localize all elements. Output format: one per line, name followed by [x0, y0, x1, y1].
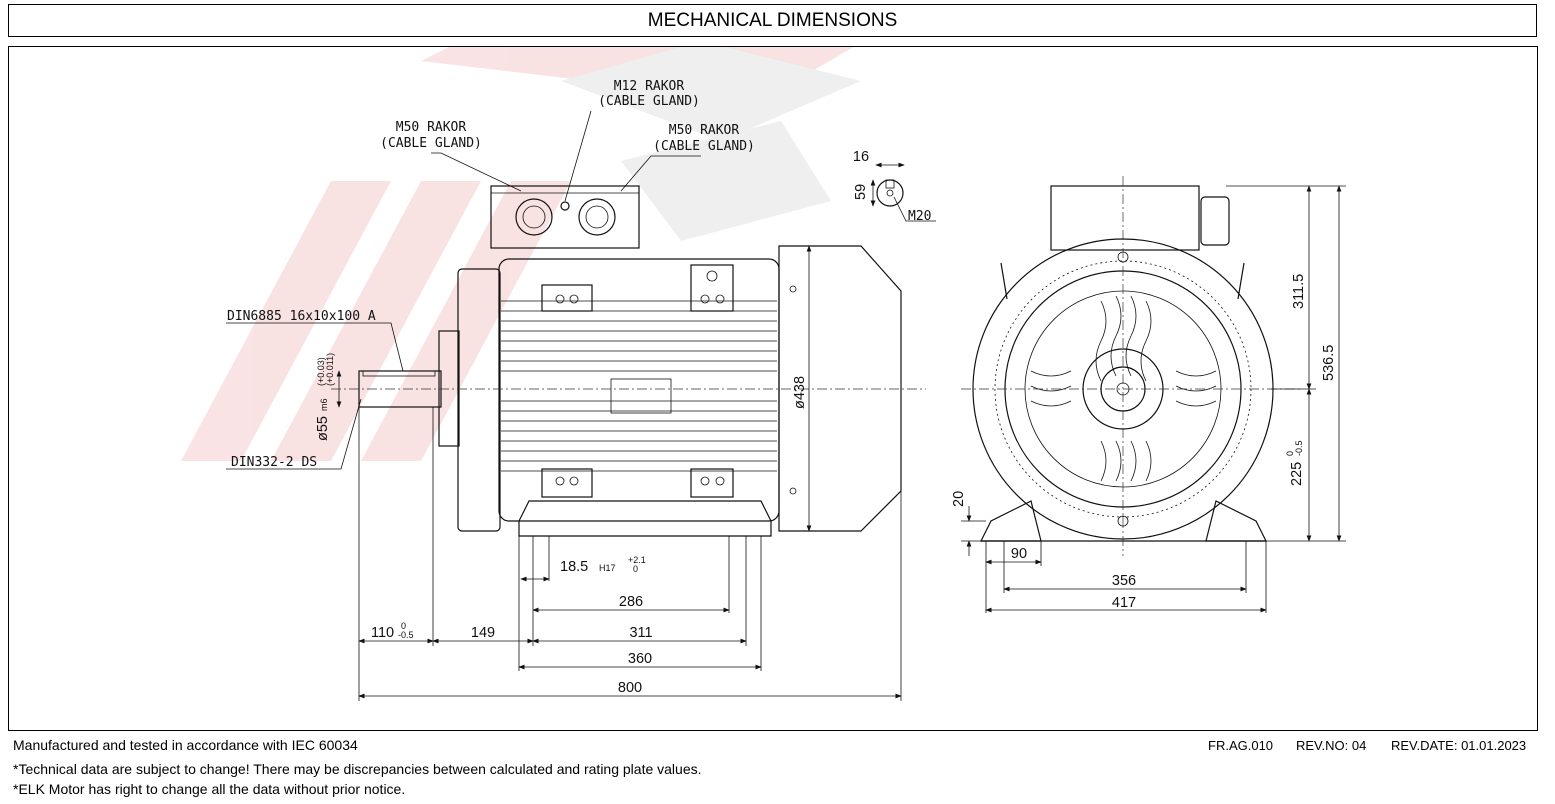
front-terminal-box [1050, 185, 1200, 251]
cable-gland-small [560, 201, 570, 211]
revision-date: REV.DATE: 01.01.2023 [1391, 738, 1527, 753]
mounting-foot [518, 500, 772, 537]
base-width-dim: 417 [1112, 595, 1136, 611]
key-height-dim: 59 [853, 184, 869, 200]
foot-width-dim: 90 [1011, 546, 1027, 562]
cable-gland-left [515, 198, 553, 236]
front-foot-right [1205, 500, 1267, 542]
technical-disclaimer: *Technical data are subject to change! T… [13, 761, 702, 777]
end-shield [457, 268, 501, 532]
bracket-top-left [541, 284, 593, 312]
key-width-dim: 16 [853, 149, 869, 165]
cooling-fins [501, 300, 777, 472]
foot-hole-dim: 18.5 [560, 559, 588, 575]
lifting-eye [690, 264, 734, 312]
technical-drawing: M50 RAKOR (CABLE GLAND) M12 RAKOR (CABLE… [181, 47, 1346, 701]
shaft-height-tol-lower: -0.5 [1294, 440, 1304, 456]
overall-length-dim: 800 [618, 680, 642, 696]
shaft-length-tol-lower: -0.5 [398, 630, 414, 640]
shaft-end-circle [876, 179, 904, 207]
bracket-bottom-right [690, 468, 734, 498]
foot-span-dim: 311 [629, 625, 652, 641]
rights-disclaimer: *ELK Motor has right to change all the d… [13, 781, 406, 797]
shaft-dia-dim: ø55 [315, 416, 331, 441]
thread-label: M20 [908, 209, 931, 224]
gland-left-label-1: M50 RAKOR [396, 120, 467, 135]
page-title: MECHANICAL DIMENSIONS [8, 4, 1537, 37]
form-code: FR.AG.010 [1208, 738, 1274, 753]
standard-note: Manufactured and tested in accordance wi… [13, 737, 358, 753]
cable-gland-right [578, 198, 616, 236]
foot-hole-tol-lower: 0 [633, 564, 638, 574]
revision-number: REV.NO: 04 [1296, 738, 1367, 753]
rating-plate [610, 378, 672, 414]
gland-left-label-2: (CABLE GLAND) [380, 136, 482, 151]
foot-hole-tol-upper: +2.1 [628, 555, 646, 565]
side-dimension-lines [358, 407, 902, 701]
drawing-frame: M50 RAKOR (CABLE GLAND) M12 RAKOR (CABLE… [8, 46, 1538, 731]
shaft-fit: m6 [319, 398, 329, 411]
height-top-dim: 311.5 [1291, 274, 1307, 309]
center-hole-label: DIN332-2 DS [231, 455, 317, 470]
shaft-length-tol-upper: 0 [401, 621, 406, 631]
shaft-length-dim: 110 [371, 625, 394, 641]
front-dimension-lines [961, 185, 1346, 613]
key-detail [870, 162, 936, 222]
gland-right-label-1: M50 RAKOR [669, 123, 740, 138]
shaft-height-dim: 225 [1289, 462, 1305, 486]
frame-dia-dim: ø438 [792, 376, 808, 409]
shaft-tol-lower: (+0.011) [325, 353, 335, 386]
shaft-height-tol-upper: 0 [1285, 451, 1295, 456]
watermark-logo [181, 47, 861, 461]
terminal-box [490, 185, 640, 249]
key-label: DIN6885 16x10x100 A [227, 309, 376, 324]
front-foot-left [980, 500, 1042, 542]
gland-right-label-2: (CABLE GLAND) [653, 139, 755, 154]
stator-frame [498, 258, 780, 522]
bearing-cap [438, 330, 460, 447]
shoulder-to-foot-dim: 149 [471, 625, 495, 641]
foot-thickness-dim: 20 [951, 491, 967, 507]
gland-mid-label-1: M12 RAKOR [614, 79, 685, 94]
mount-holes-dim: 356 [1112, 573, 1136, 589]
side-leaders [226, 110, 701, 470]
front-view [961, 176, 1301, 556]
height-total-dim: 536.5 [1321, 345, 1337, 381]
side-view [331, 185, 926, 537]
gland-mid-label-2: (CABLE GLAND) [598, 94, 700, 109]
shaft-tol-upper: (+0.03) [316, 357, 326, 386]
foot-holes-span-dim: 286 [619, 594, 643, 610]
bracket-bottom-left [541, 468, 593, 498]
foot-hole-fit: H17 [599, 563, 616, 573]
front-cable-gland [1200, 196, 1230, 246]
foot-total-dim: 360 [628, 651, 652, 667]
